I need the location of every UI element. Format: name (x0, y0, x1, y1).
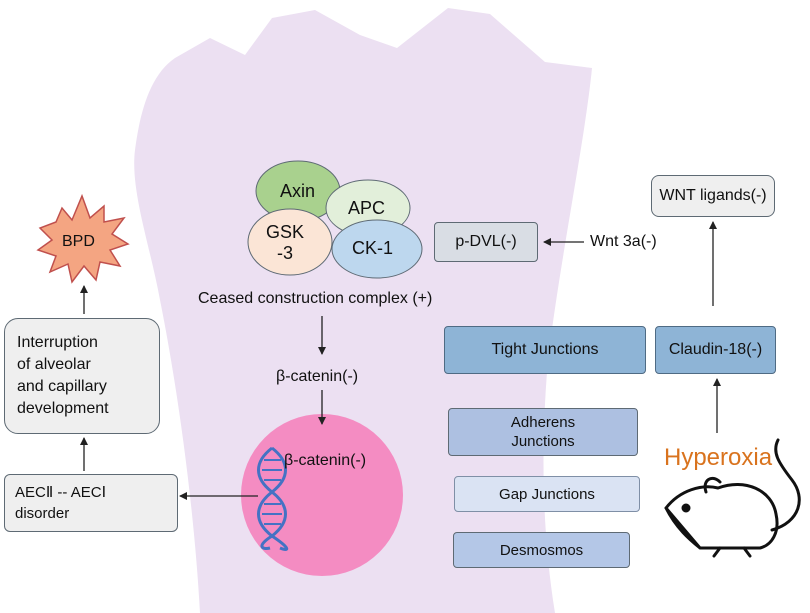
tight-junctions-box: Tight Junctions (444, 326, 646, 374)
complex-caption: Ceased construction complex (+) (198, 290, 433, 307)
aec-box: AECⅡ -- AECⅠ disorder (4, 474, 178, 532)
axin-label: Axin (280, 181, 316, 201)
adherens-junctions-box: Adherens Junctions (448, 408, 638, 456)
mouse-icon (664, 438, 801, 558)
apc-label: APC (348, 198, 386, 218)
adherens-junctions-text: Adherens Junctions (510, 414, 576, 450)
bpd-label: BPD (62, 233, 95, 250)
ck1-label: CK-1 (352, 238, 394, 258)
gap-junctions-box: Gap Junctions (454, 476, 640, 512)
aec-text: AECⅡ -- AECⅠ disorder (15, 484, 106, 522)
gsk3-label: GSK -3 (266, 222, 305, 263)
interruption-text: Interruption of alveolar and capillary d… (17, 334, 109, 417)
claudin-box: Claudin-18(-) (655, 326, 776, 374)
tight-junctions-text: Tight Junctions (491, 341, 599, 358)
claudin-text: Claudin-18(-) (668, 341, 763, 358)
desmosomes-text: Desmosmos (499, 541, 584, 559)
desmosomes-box: Desmosmos (453, 532, 630, 568)
hyperoxia-label: Hyperoxia (664, 444, 773, 471)
p-dvl-text: p-DVL(-) (455, 233, 517, 250)
bpd-burst-icon (36, 193, 130, 284)
wnt3a-label: Wnt 3a(-) (590, 233, 657, 250)
gap-junctions-text: Gap Junctions (499, 485, 595, 503)
dna-helix-icon (257, 446, 289, 551)
interruption-box: Interruption of alveolar and capillary d… (4, 318, 160, 434)
beta-catenin-cytoplasm-label: β-catenin(-) (276, 368, 359, 385)
wnt-ligands-box: WNT ligands(-) (651, 175, 775, 217)
nucleus (241, 414, 403, 576)
beta-catenin-nucleus-label: β-catenin(-) (284, 452, 367, 469)
wnt-ligands-text: WNT ligands(-) (659, 187, 767, 204)
gsk3-node (247, 208, 333, 276)
ck1-node (331, 219, 423, 279)
p-dvl-box: p-DVL(-) (434, 222, 538, 262)
